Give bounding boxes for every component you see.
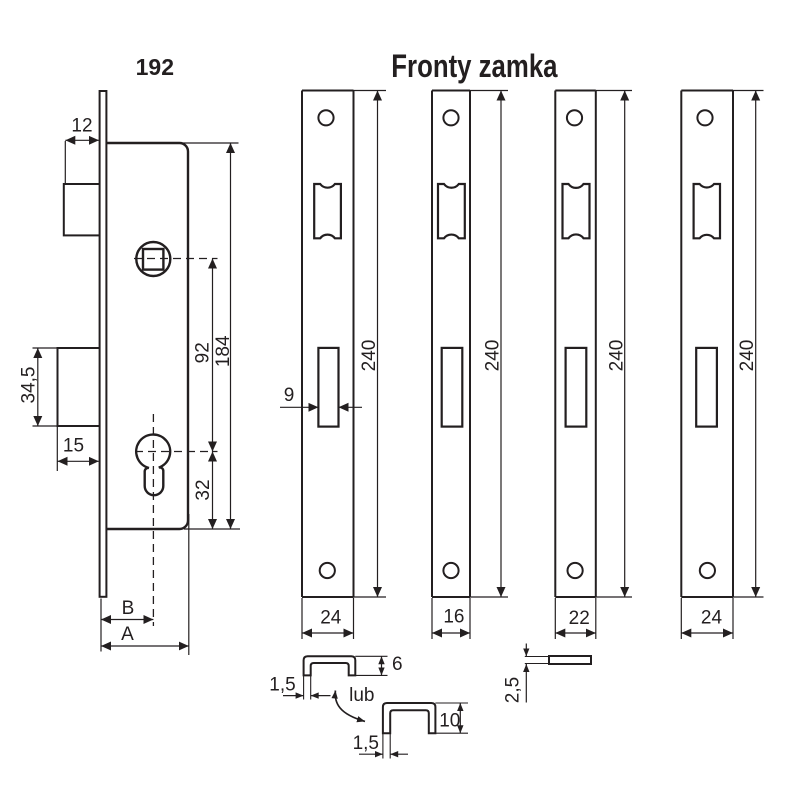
svg-text:15: 15 <box>63 436 84 457</box>
svg-text:12: 12 <box>71 116 92 137</box>
svg-text:24: 24 <box>701 607 723 628</box>
svg-text:32: 32 <box>193 479 214 500</box>
svg-text:192: 192 <box>136 54 174 80</box>
svg-text:1,5: 1,5 <box>269 675 295 696</box>
svg-text:B: B <box>122 598 135 619</box>
svg-text:1,5: 1,5 <box>353 733 379 754</box>
svg-text:Fronty zamka: Fronty zamka <box>391 48 557 84</box>
svg-text:A: A <box>121 624 134 645</box>
svg-text:240: 240 <box>606 340 627 372</box>
svg-text:lub: lub <box>349 685 374 706</box>
svg-text:34,5: 34,5 <box>19 367 40 404</box>
svg-text:22: 22 <box>569 608 590 629</box>
svg-text:240: 240 <box>737 340 758 372</box>
svg-text:240: 240 <box>359 340 380 372</box>
svg-text:240: 240 <box>483 340 504 372</box>
svg-text:9: 9 <box>284 385 295 406</box>
svg-text:92: 92 <box>193 342 214 363</box>
svg-text:6: 6 <box>392 654 403 675</box>
svg-text:2,5: 2,5 <box>502 677 523 703</box>
svg-text:24: 24 <box>320 607 342 628</box>
svg-text:184: 184 <box>213 335 234 367</box>
svg-text:10: 10 <box>439 711 460 732</box>
svg-text:16: 16 <box>443 606 464 627</box>
